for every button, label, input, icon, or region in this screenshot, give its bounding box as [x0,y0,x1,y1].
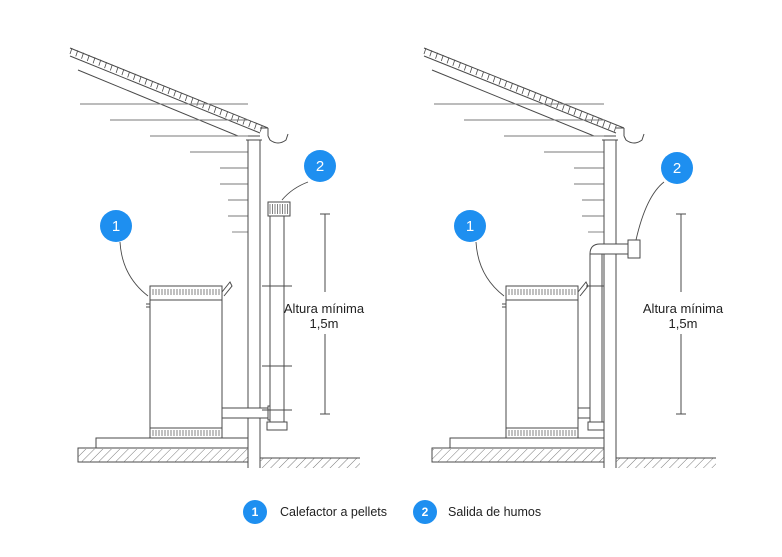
height-label-line1: Altura mínima [643,301,724,316]
badge-stove: 1 [454,210,486,242]
legend-item-stove: 1 Calefactor a pellets [243,500,387,524]
badge-flue: 2 [661,152,693,184]
height-dimension [676,213,686,415]
svg-text:1: 1 [112,218,120,235]
badge-stove: 1 [100,210,132,242]
legend-label-2: Salida de humos [448,505,541,519]
pellet-stove [502,281,589,439]
diagram-left: Altura mínima 1,5m 1 2 [69,47,365,468]
height-label-line1: Altura mínima [284,301,365,316]
wall-siding [80,103,248,233]
height-label-line2: 1,5m [310,316,339,331]
wall [246,139,262,468]
height-dimension [320,213,330,415]
roof-eave [69,47,289,144]
roof-eave [423,47,645,144]
roof-tiles [423,47,617,132]
svg-text:2: 2 [673,160,681,177]
legend: 1 Calefactor a pellets 2 Salida de humos [243,500,541,524]
wall [602,139,618,468]
legend-badge-1 [243,500,267,524]
floor [77,437,360,468]
leader-flue [281,181,309,201]
badge-flue: 2 [304,150,336,182]
stove-grille-bottom [508,430,576,436]
pellet-stove [146,281,233,439]
legend-badge-2 [413,500,437,524]
leader-stove [119,241,149,297]
wall-siding [434,103,604,233]
leader-stove [475,241,505,297]
roof-tiles [69,47,263,132]
floor [431,437,716,468]
flue-cap [267,201,291,217]
legend-label-1: Calefactor a pellets [280,505,387,519]
legend-number-1: 1 [252,505,259,519]
legend-number-2: 2 [422,505,429,519]
flue-vertical [262,213,292,431]
svg-text:2: 2 [316,158,324,175]
legend-item-flue: 2 Salida de humos [413,500,541,524]
diagram-right: Altura mínima 1,5m 1 2 [423,47,724,468]
stove-grille-bottom [152,430,220,436]
height-label-line2: 1,5m [669,316,698,331]
leader-flue [635,181,665,241]
stove-grille-top [508,289,576,295]
flue-outlet-horizontal [589,239,641,259]
svg-text:1: 1 [466,218,474,235]
stove-grille-top [152,289,220,295]
flue-vertical [577,253,605,431]
